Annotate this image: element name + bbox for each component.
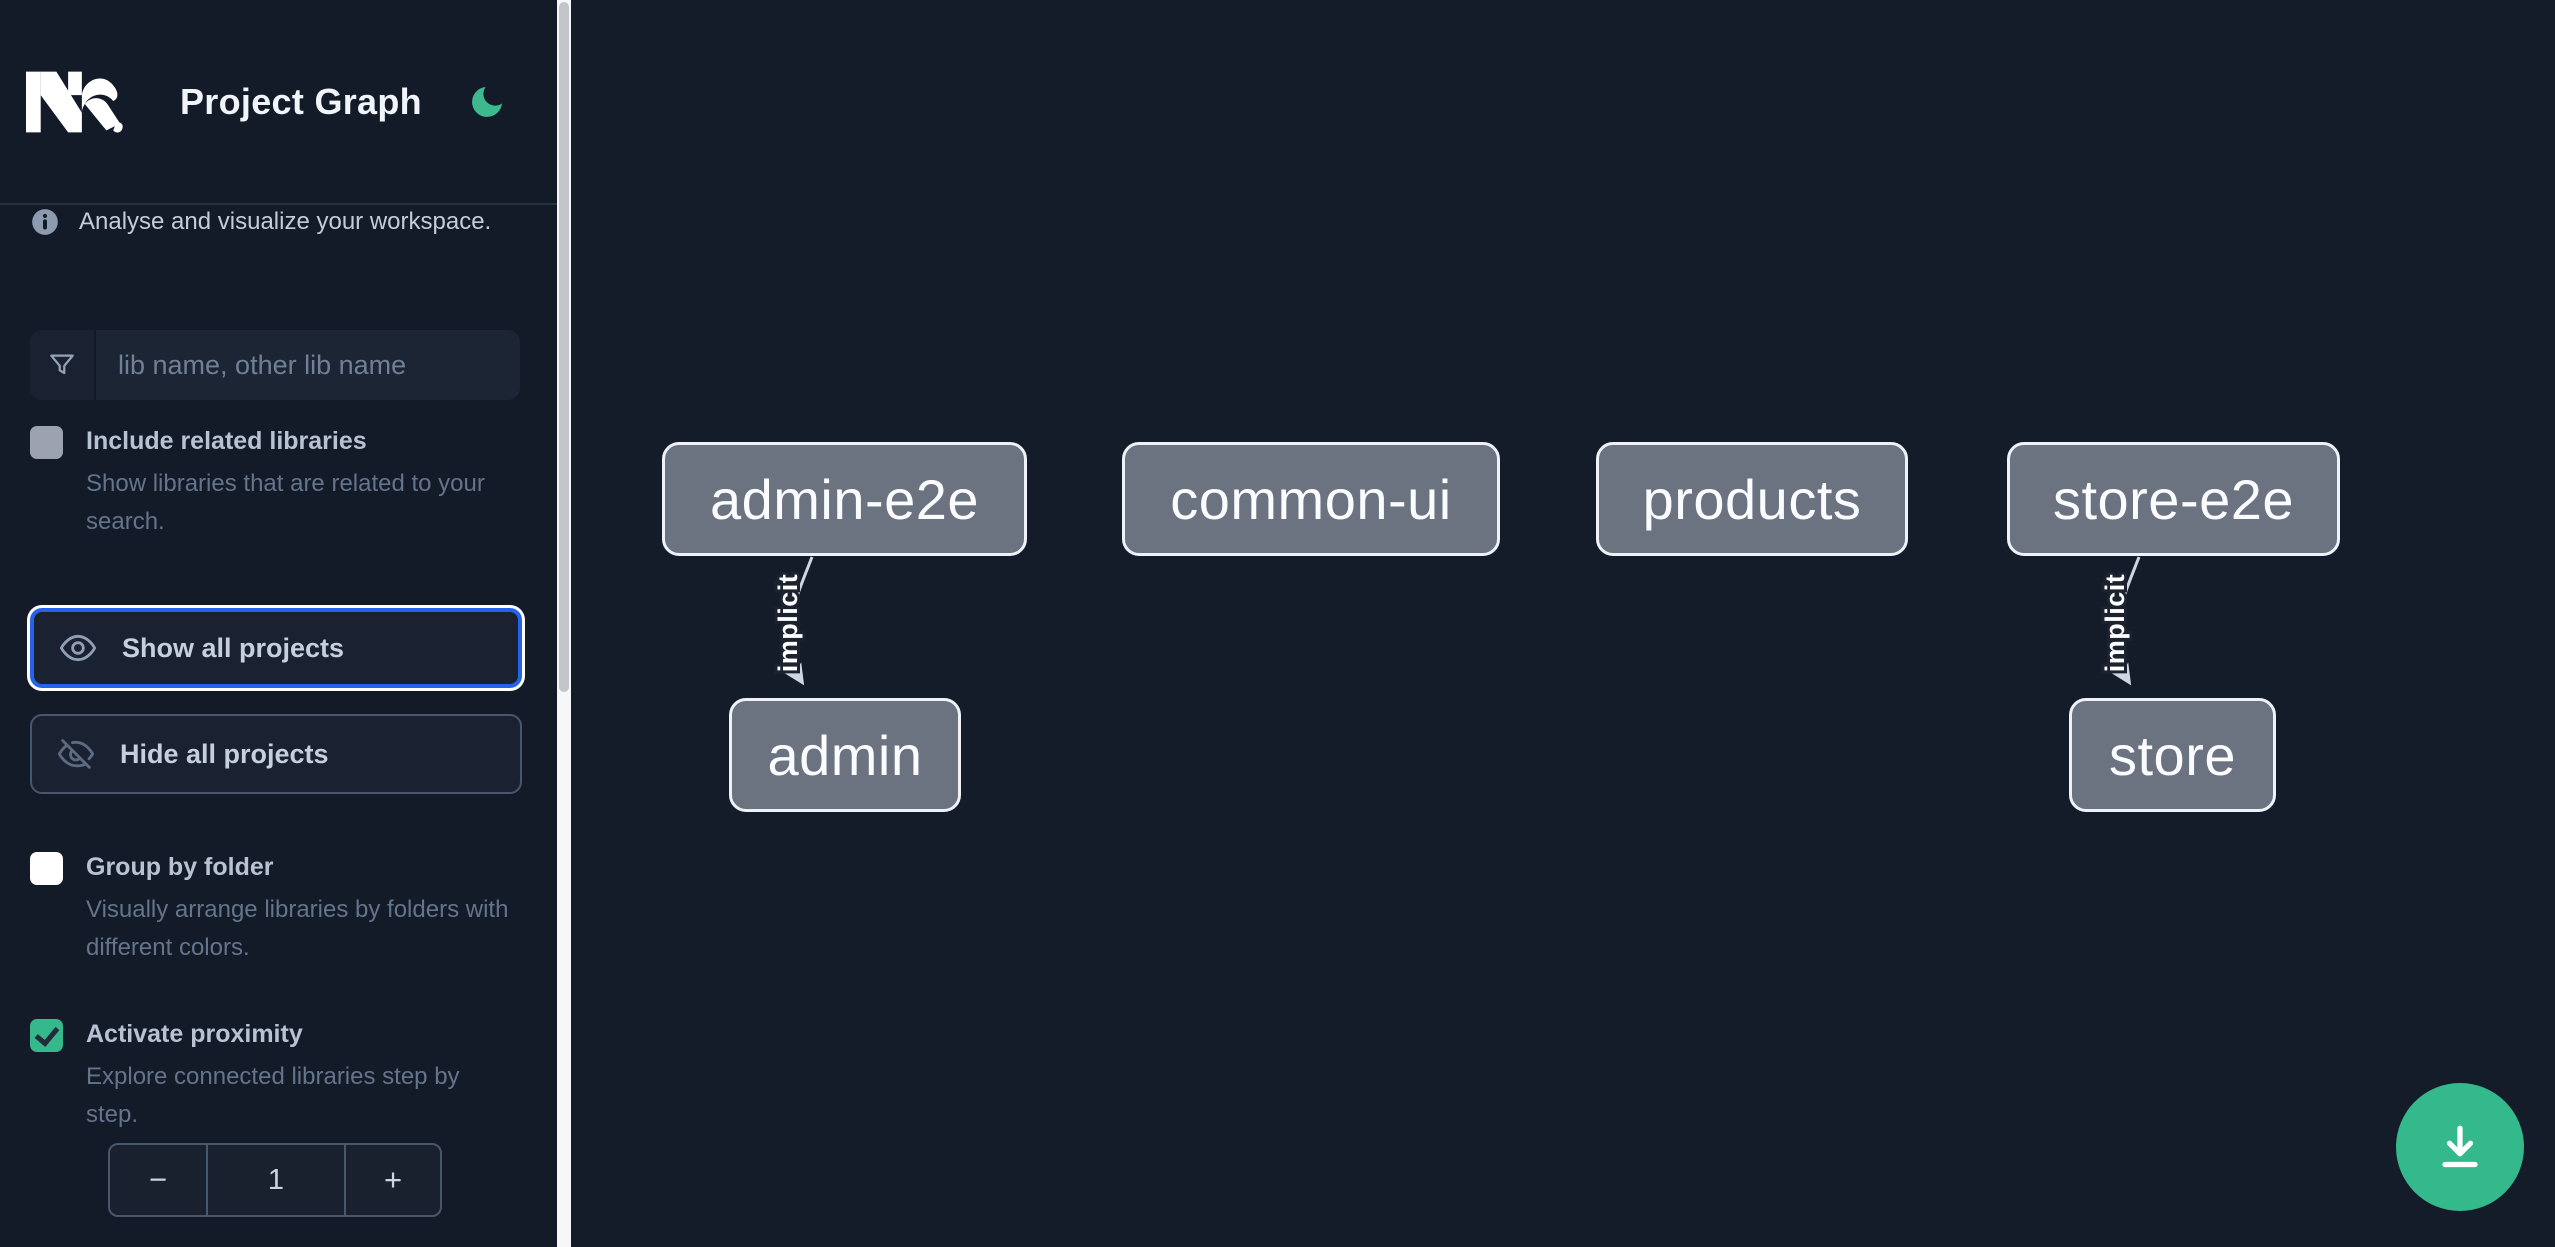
eye-icon	[59, 634, 97, 662]
hide-all-projects-label: Hide all projects	[120, 738, 329, 769]
activate-proximity-checkbox[interactable]	[30, 1019, 63, 1052]
edge-store-e2e-to-store[interactable]	[2111, 556, 2141, 686]
group-by-folder-description: Visually arrange libraries by folders wi…	[86, 896, 509, 961]
download-graph-button[interactable]	[2396, 1083, 2524, 1211]
info-icon	[32, 209, 58, 235]
graph-node-common-ui[interactable]: common-ui	[1122, 442, 1500, 556]
include-related-checkbox[interactable]	[30, 426, 63, 459]
graph-node-store-e2e[interactable]: store-e2e	[2007, 442, 2340, 556]
group-by-folder-label: Group by folder	[86, 853, 274, 881]
proximity-decrement-button[interactable]: −	[110, 1145, 206, 1215]
include-related-description: Show libraries that are related to your …	[86, 470, 485, 535]
search-input[interactable]	[96, 330, 520, 400]
include-related-label: Include related libraries	[86, 427, 367, 455]
moon-icon	[472, 86, 502, 117]
group-by-folder-checkbox[interactable]	[30, 852, 63, 885]
sidebar-header: Project Graph	[0, 0, 557, 205]
graph-canvas[interactable]: implicit implicit admin-e2e common-ui pr…	[571, 0, 2555, 1247]
hide-all-projects-button[interactable]: Hide all projects	[30, 714, 522, 794]
graph-edges: implicit implicit	[770, 556, 2141, 686]
activate-proximity-label: Activate proximity	[86, 1020, 303, 1048]
graph-node-admin[interactable]: admin	[729, 698, 961, 812]
proximity-stepper: − 1 +	[108, 1143, 442, 1217]
graph-node-store[interactable]: store	[2069, 698, 2276, 812]
activate-proximity-description: Explore connected libraries step by step…	[86, 1063, 460, 1128]
eye-off-icon	[57, 739, 95, 769]
page-title: Project Graph	[180, 80, 422, 122]
theme-toggle-button[interactable]	[467, 82, 507, 122]
sidebar: Project Graph Analyse and visualize your…	[0, 0, 557, 1247]
filter-icon-cell	[30, 330, 96, 400]
filter-funnel-icon	[50, 354, 74, 375]
graph-node-admin-e2e[interactable]: admin-e2e	[662, 442, 1027, 556]
search-box	[30, 330, 520, 400]
sidebar-scrollbar-thumb[interactable]	[559, 2, 569, 692]
proximity-value: 1	[206, 1145, 346, 1215]
nx-logo-icon	[26, 71, 123, 133]
edge-admin-e2e-to-admin[interactable]	[784, 556, 814, 686]
tagline-text: Analyse and visualize your workspace.	[79, 208, 492, 235]
graph-node-products[interactable]: products	[1596, 442, 1908, 556]
include-related-option: Include related libraries Show libraries…	[30, 424, 518, 541]
group-by-folder-option: Group by folder Visually arrange librari…	[30, 850, 518, 967]
proximity-increment-button[interactable]: +	[346, 1145, 440, 1215]
download-icon	[2442, 1125, 2478, 1168]
show-all-projects-button[interactable]: Show all projects	[30, 608, 522, 688]
sidebar-scrollbar-track[interactable]	[557, 0, 571, 1247]
activate-proximity-option: Activate proximity Explore connected lib…	[30, 1017, 518, 1134]
tagline-row: Analyse and visualize your workspace.	[31, 206, 531, 238]
show-all-projects-label: Show all projects	[122, 632, 345, 663]
